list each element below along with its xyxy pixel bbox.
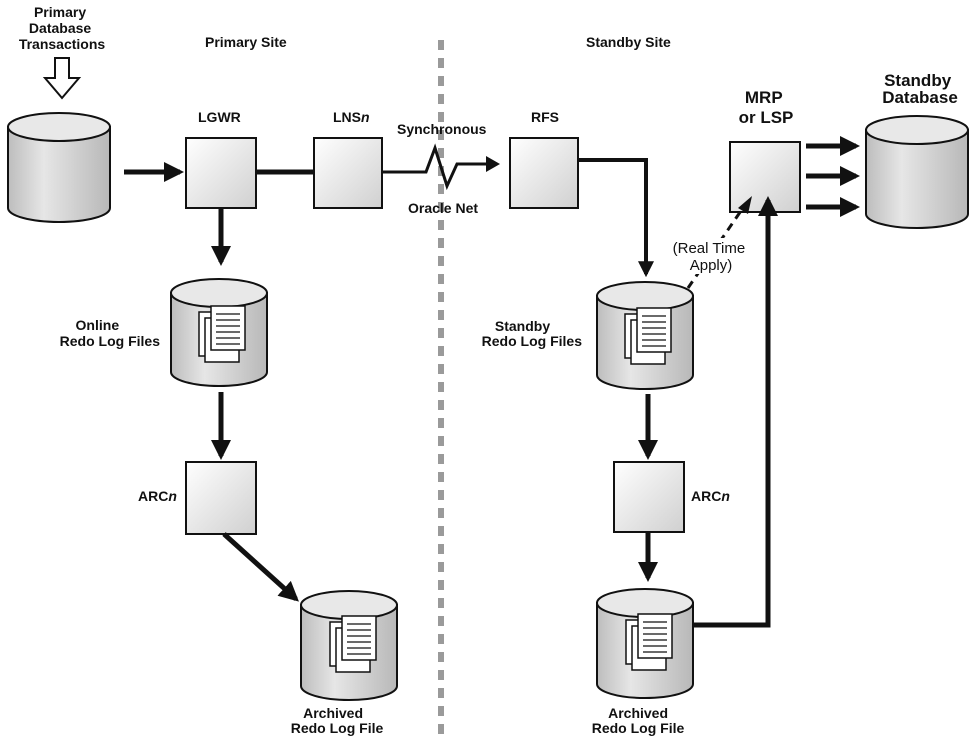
standby-site-label: Standby Site <box>586 34 671 50</box>
lns-process-box <box>313 137 383 209</box>
standby-database-label: Standby Database <box>882 71 958 107</box>
online-redo-log-files-cylinder <box>170 278 268 387</box>
hollow-down-arrow-icon <box>42 57 82 100</box>
lgwr-label: LGWR <box>198 109 241 125</box>
oracle-net-link <box>382 143 486 191</box>
rfs-label: RFS <box>531 109 559 125</box>
synchronous-label: Synchronous <box>397 121 487 137</box>
standby-arc-process-box <box>613 461 685 533</box>
lns-label: LNSn <box>333 109 370 125</box>
primary-archived-redo-label: Archived Redo Log File <box>291 705 384 736</box>
primary-archived-redo-cylinder <box>300 590 398 701</box>
arrow-archive-to-mrp <box>693 196 778 628</box>
standby-archived-redo-label: Archived Redo Log File <box>592 705 685 736</box>
real-time-apply-arrowhead-icon <box>738 196 752 214</box>
oracle-net-label: Oracle Net <box>408 200 478 216</box>
arrow-arc-to-primary-archive <box>222 532 299 602</box>
standby-arc-label: ARCn <box>691 488 730 504</box>
online-redo-log-files-label: Online Redo Log Files <box>60 317 161 349</box>
primary-database-cylinder <box>7 112 111 223</box>
standby-redo-log-files-cylinder <box>596 281 694 390</box>
standby-redo-log-files-label: Standby Redo Log Files <box>482 318 583 349</box>
primary-arc-label: ARCn <box>138 488 177 504</box>
arrow-rfs-to-standby-redo <box>578 158 654 278</box>
real-time-apply-link <box>686 204 747 289</box>
primary-site-label: Primary Site <box>205 34 287 50</box>
real-time-apply-label: (Real Time Apply) <box>673 240 750 274</box>
primary-arc-process-box <box>185 461 257 535</box>
primary-transactions-label: Primary Database Transactions <box>19 4 106 52</box>
standby-archived-redo-cylinder <box>596 588 694 699</box>
standby-database-cylinder <box>865 115 969 229</box>
lgwr-process-box <box>185 137 257 209</box>
oracle-net-arrowhead-icon <box>486 156 500 172</box>
mrp-lsp-process-box <box>729 141 801 213</box>
rfs-process-box <box>509 137 579 209</box>
mrp-lsp-label: MRP or LSP <box>739 88 794 127</box>
